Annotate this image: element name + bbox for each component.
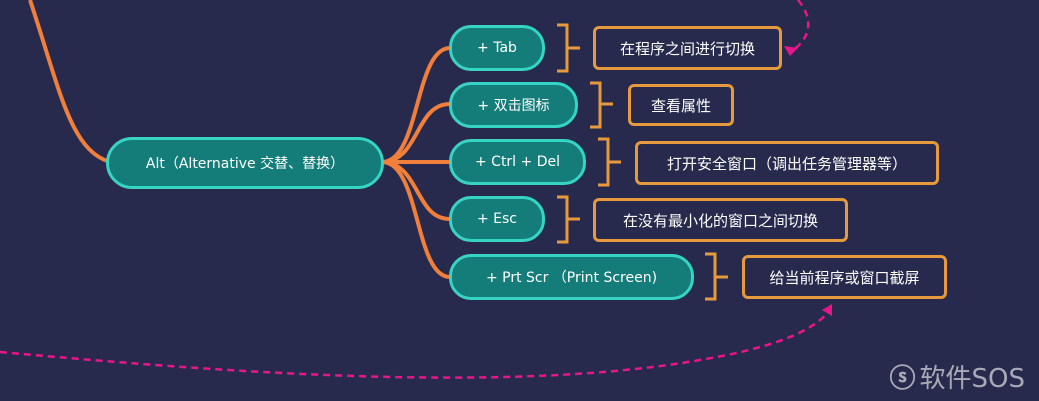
branch-node-dblclick[interactable]: + 双击图标 bbox=[449, 82, 578, 128]
bracket-dblclick bbox=[590, 81, 613, 129]
branch-label: + Tab bbox=[477, 40, 517, 56]
dashed-arrow-bottom bbox=[0, 311, 829, 379]
watermark-text: 软件SOS bbox=[919, 364, 1025, 394]
root-node[interactable]: Alt（Alternative 交替、替换） bbox=[106, 137, 384, 189]
bracket-tab bbox=[557, 23, 580, 73]
summary-text: 在程序之间进行切换 bbox=[619, 39, 755, 58]
branch-node-esc[interactable]: + Esc bbox=[449, 196, 545, 242]
summary-note-tab[interactable]: 在程序之间进行切换 bbox=[593, 26, 782, 70]
branch-node-prtscr[interactable]: + Prt Scr （Print Screen) bbox=[449, 254, 694, 300]
root-label: Alt（Alternative 交替、替换） bbox=[145, 156, 345, 172]
dashed-arrow-top-head bbox=[784, 46, 798, 56]
incoming-connector bbox=[28, 0, 111, 164]
summary-text: 在没有最小化的窗口之间切换 bbox=[622, 211, 818, 230]
summary-note-ctrl-del[interactable]: 打开安全窗口（调出任务管理器等） bbox=[635, 141, 939, 185]
branch-connector-prtscr bbox=[382, 160, 451, 279]
watermark: ⓢ 软件SOS bbox=[890, 358, 1026, 395]
watermark-logo-icon: ⓢ bbox=[889, 364, 916, 394]
summary-text: 给当前程序或窗口截屏 bbox=[769, 268, 920, 287]
branch-node-ctrl-del[interactable]: + Ctrl + Del bbox=[449, 139, 586, 185]
bracket-ctrl-del bbox=[598, 137, 621, 187]
dashed-arrow-top bbox=[789, 0, 810, 54]
summary-text: 查看属性 bbox=[650, 96, 711, 115]
summary-text: 打开安全窗口（调出任务管理器等） bbox=[666, 154, 907, 173]
branch-node-tab[interactable]: + Tab bbox=[449, 25, 545, 71]
branch-label: + Ctrl + Del bbox=[474, 154, 560, 170]
branch-connector-dblclick bbox=[382, 102, 451, 164]
dashed-arrow-bottom-head bbox=[822, 304, 832, 316]
summary-note-esc[interactable]: 在没有最小化的窗口之间切换 bbox=[593, 198, 848, 242]
summary-note-prtscr[interactable]: 给当前程序或窗口截屏 bbox=[742, 255, 947, 299]
bracket-esc bbox=[557, 195, 580, 244]
branch-connector-tab bbox=[382, 46, 451, 164]
branch-label: + Esc bbox=[476, 211, 518, 227]
summary-note-dblclick[interactable]: 查看属性 bbox=[628, 84, 734, 126]
branch-label: + Prt Scr （Print Screen) bbox=[485, 270, 658, 286]
bracket-prtscr bbox=[705, 252, 728, 301]
branch-label: + 双击图标 bbox=[477, 98, 550, 114]
